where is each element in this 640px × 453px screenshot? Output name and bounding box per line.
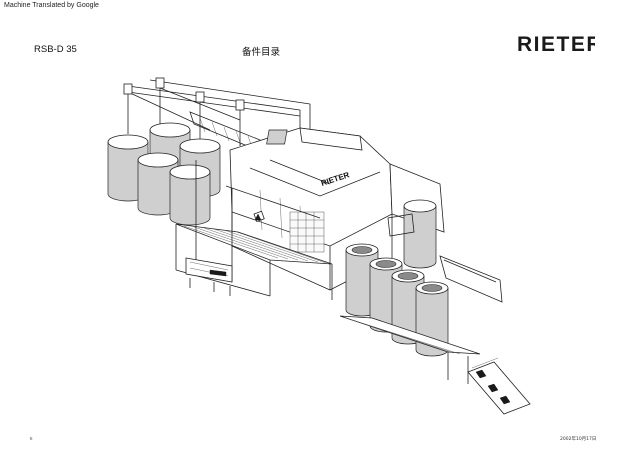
document-date: 2002年10月17日 bbox=[560, 437, 597, 442]
can-rail bbox=[339, 255, 531, 415]
rieter-logo: RIETER bbox=[517, 33, 595, 54]
operator-platform bbox=[175, 160, 333, 300]
rieter-logo-text: RIETER bbox=[517, 33, 595, 54]
page-number: II bbox=[30, 436, 33, 441]
output-cans-right bbox=[345, 199, 449, 357]
document-title: 备件目录 bbox=[242, 47, 281, 58]
translation-note: Machine Translated by Google bbox=[4, 2, 99, 9]
document-code: RSB-D 35 bbox=[34, 44, 77, 55]
machine-body: RIETER bbox=[229, 127, 445, 291]
feed-cans-left bbox=[107, 122, 221, 226]
